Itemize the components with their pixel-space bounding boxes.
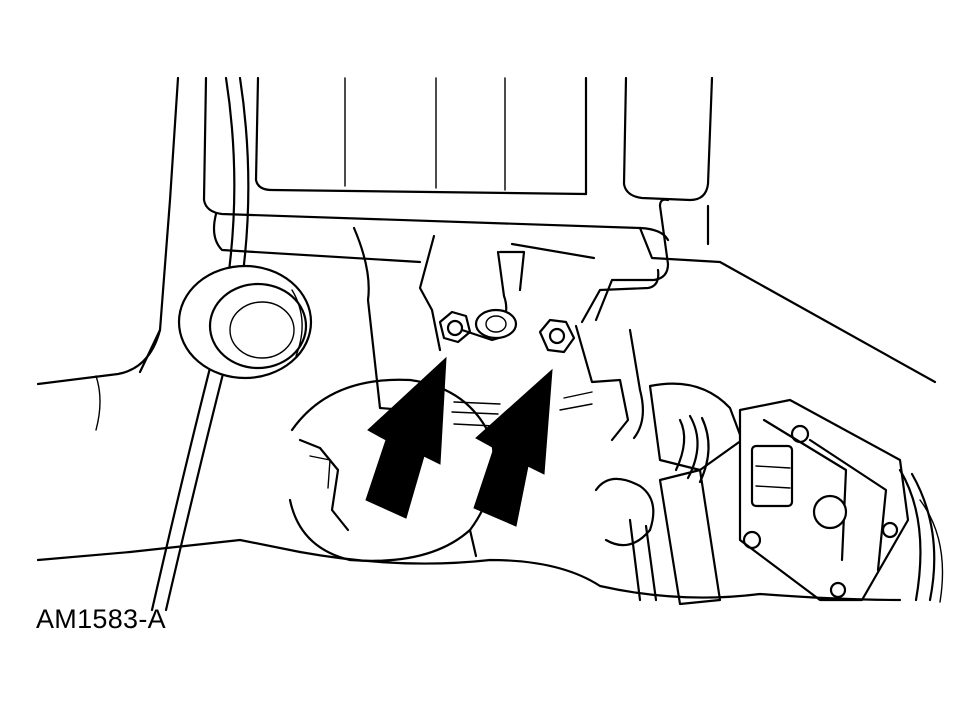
mounting-bracket xyxy=(352,198,670,442)
upper-housing xyxy=(138,76,937,384)
indicator-arrow-left xyxy=(365,356,447,519)
left-body-outline xyxy=(36,328,302,562)
lower-tube xyxy=(594,477,658,602)
motion-lines xyxy=(451,391,593,427)
floor-outline xyxy=(298,550,902,602)
stud-nut-right xyxy=(538,318,576,354)
electrical-connector xyxy=(648,382,910,602)
indicator-arrow-right xyxy=(473,368,553,527)
round-grommet xyxy=(177,264,313,380)
wiring-harness-right xyxy=(658,468,944,606)
figure-id-label: AM1583-A xyxy=(36,604,166,634)
stud-nut-left xyxy=(438,308,518,344)
